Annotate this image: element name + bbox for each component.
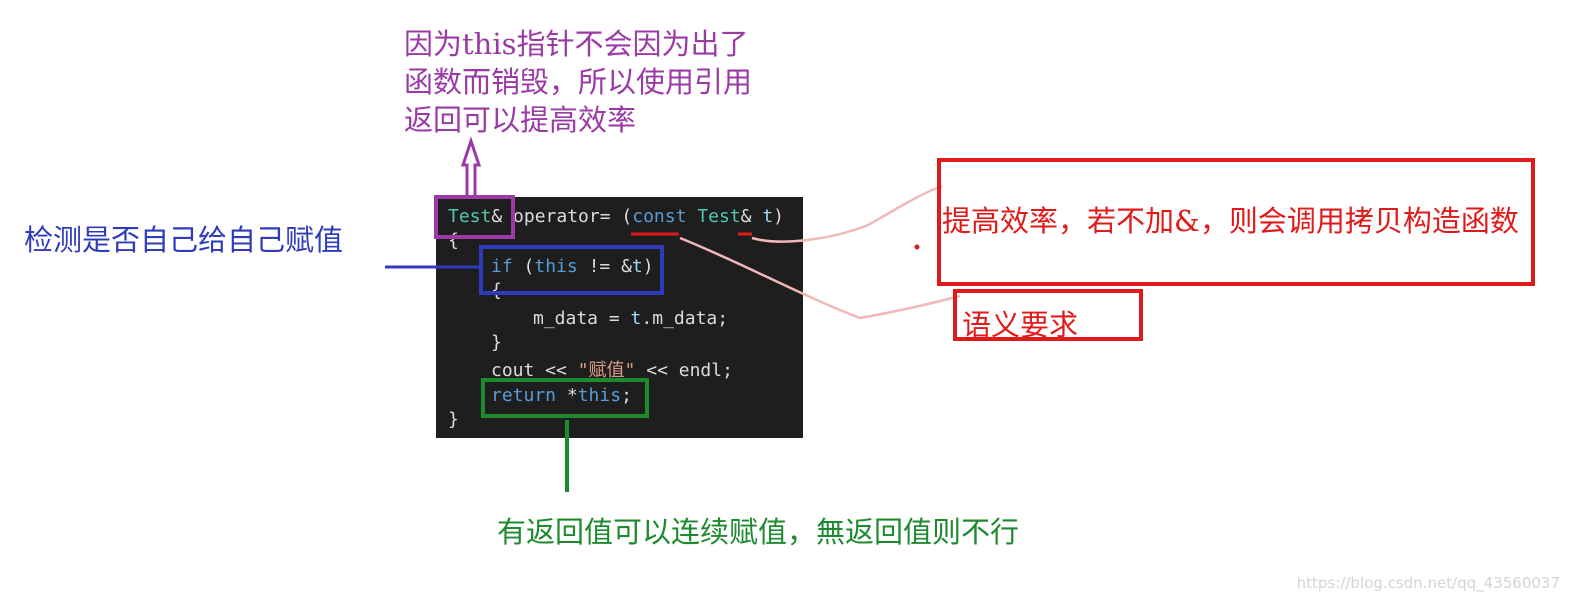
code-text: cout <<	[491, 360, 578, 381]
code-line-if-open-brace: {	[491, 280, 502, 301]
param-name: t	[630, 308, 642, 329]
code-line-if: if (this != &t)	[491, 255, 654, 279]
code-text: ;	[621, 385, 632, 406]
watermark: https://blog.csdn.net/qq_43560037	[1296, 574, 1560, 592]
code-panel: Test& operator= (const Test& t) { if (th…	[436, 197, 803, 438]
red-dot	[914, 244, 920, 250]
code-line-assign: m_data = t.m_data;	[533, 307, 728, 331]
param-name: t	[762, 206, 774, 227]
red-annotation-main: 提高效率，若不加&，则会调用拷贝构造函数	[942, 204, 1519, 238]
code-line-open-brace: {	[448, 230, 459, 251]
code-text: *	[556, 385, 578, 406]
operator-name: operator= (	[502, 206, 633, 227]
purple-annotation-line-1: 因为this指针不会因为出了	[404, 27, 749, 61]
close-paren: )	[642, 256, 654, 277]
purple-annotation-line-2: 函数而销毁，所以使用引用	[404, 65, 753, 99]
this-keyword: this	[577, 385, 622, 406]
green-annotation: 有返回值可以连续赋值，無返回值则不行	[497, 515, 1020, 549]
string-literal: "赋值"	[577, 360, 636, 381]
code-text: .m_data;	[641, 308, 729, 329]
red-annotation-secondary: 语义要求	[962, 308, 1079, 342]
this-keyword: this	[534, 256, 578, 277]
blue-annotation: 检测是否自己给自己赋值	[24, 223, 344, 257]
return-ampersand: &	[491, 206, 503, 227]
purple-annotation-line-3: 返回可以提高效率	[404, 103, 637, 137]
purple-arrow	[460, 136, 482, 195]
purple-annotation: 因为this指针不会因为出了 函数而销毁，所以使用引用 返回可以提高效率	[404, 25, 752, 139]
param-name: t	[631, 256, 643, 277]
const-keyword: const	[632, 206, 687, 227]
code-text: != &	[577, 256, 632, 277]
return-keyword: return	[491, 385, 557, 406]
code-line-close-brace: }	[448, 409, 459, 430]
code-line-cout: cout << "赋值" << endl;	[491, 359, 733, 383]
code-line-return: return *this;	[491, 384, 632, 408]
close-paren: )	[773, 206, 785, 227]
param-ampersand: &	[740, 206, 763, 227]
code-text: (	[512, 256, 535, 277]
param-type: Test	[697, 206, 741, 227]
return-type: Test	[448, 206, 492, 227]
code-space	[686, 206, 697, 227]
if-keyword: if	[491, 256, 513, 277]
code-line-signature: Test& operator= (const Test& t)	[448, 205, 784, 229]
code-text: m_data =	[533, 308, 631, 329]
code-line-if-close-brace: }	[491, 332, 502, 353]
code-text: << endl;	[635, 360, 733, 381]
